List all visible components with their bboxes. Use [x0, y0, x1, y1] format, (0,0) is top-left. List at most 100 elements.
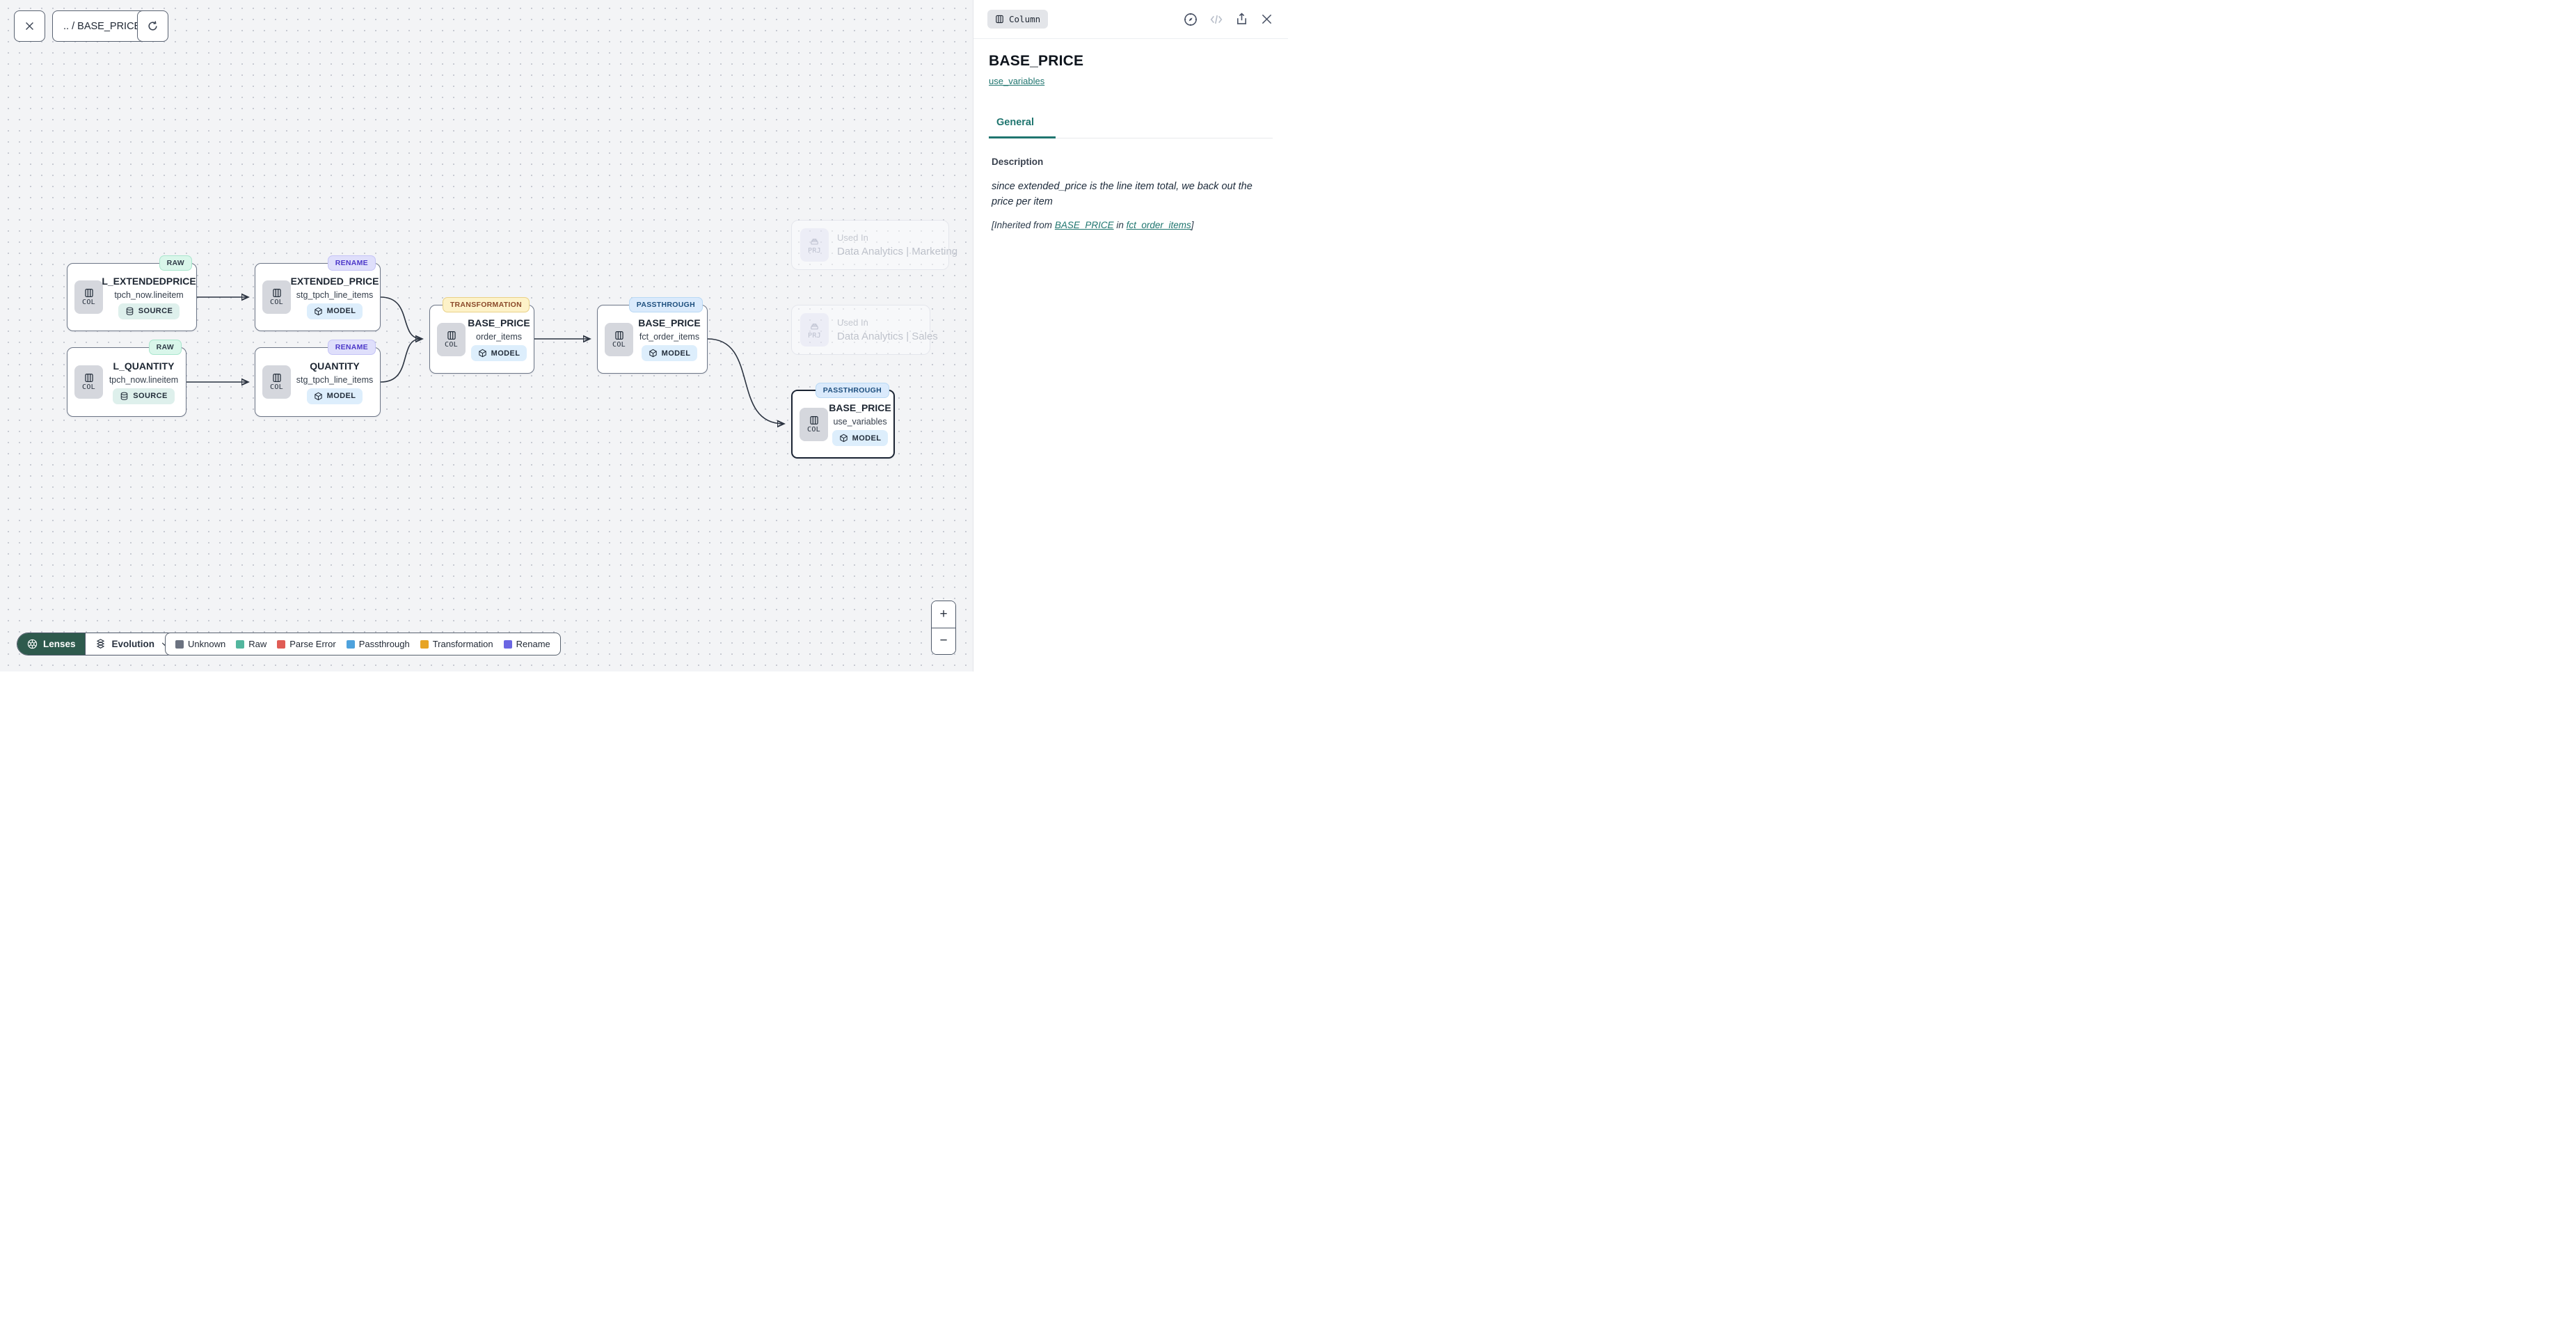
- lenses-label: Lenses: [43, 639, 76, 649]
- lineage-edges: [186, 0, 973, 672]
- model-link[interactable]: use_variables: [989, 76, 1045, 86]
- legend-item: Passthrough: [346, 639, 410, 649]
- zoom-controls: + −: [931, 601, 956, 655]
- chip-label: COL: [270, 299, 283, 306]
- node-title: BASE_PRICE: [829, 402, 891, 413]
- node-subtitle: stg_tpch_line_items: [296, 289, 374, 300]
- used-in-card-marketing[interactable]: PRJ Used In Data Analytics | Marketing: [791, 220, 957, 270]
- project-stack-icon: [811, 323, 818, 329]
- column-chip: COL: [800, 407, 828, 441]
- node-subtitle: fct_order_items: [639, 332, 700, 342]
- edge-extended-price-to-base-price: [380, 296, 422, 339]
- cube-icon: [649, 349, 657, 358]
- legend-swatch-transformation: [420, 639, 429, 649]
- inherited-model-link[interactable]: fct_order_items: [1126, 219, 1191, 230]
- share-button[interactable]: [1234, 12, 1249, 26]
- lineage-canvas[interactable]: .. / BASE_PRICE RAW COL L_EXTENDEDPRICE …: [0, 0, 973, 672]
- refresh-button[interactable]: [137, 10, 168, 42]
- chip-label: COL: [612, 340, 626, 349]
- zoom-out-button[interactable]: −: [932, 628, 955, 654]
- inherited-mid: in: [1116, 219, 1124, 230]
- node-title: L_EXTENDEDPRICE: [102, 275, 196, 287]
- refresh-icon: [148, 21, 157, 31]
- details-panel: Column BASE_PRICE use_variables: [973, 0, 1288, 672]
- legend-label: Unknown: [188, 639, 226, 649]
- node-card-quantity[interactable]: RENAME COL QUANTITY stg_tpch_line_items …: [255, 340, 381, 417]
- node-card-base-price-fct-order-items[interactable]: PASSTHROUGH COL BASE_PRICE fct_order_ite…: [597, 297, 708, 374]
- entity-type-chip: Column: [987, 10, 1049, 29]
- panel-title: BASE_PRICE: [989, 53, 1084, 69]
- status-badge: PASSTHROUGH: [815, 383, 889, 398]
- code-icon: [1210, 15, 1223, 24]
- lens-dropdown-evolution[interactable]: Evolution: [84, 633, 179, 655]
- legend-swatch-unknown: [175, 639, 184, 649]
- panel-tabs: General: [989, 117, 1273, 138]
- status-badge: PASSTHROUGH: [628, 297, 703, 312]
- node-card-l-quantity[interactable]: RAW COL L_QUANTITY tpch_now.lineitem SOU…: [67, 340, 186, 417]
- column-chip: COL: [605, 322, 633, 356]
- node-subtitle: tpch_now.lineitem: [109, 374, 179, 385]
- close-icon: [26, 22, 33, 30]
- tab-general[interactable]: General: [989, 117, 1056, 138]
- node-card-extended-price[interactable]: RENAME COL EXTENDED_PRICE stg_tpch_line_…: [255, 255, 381, 331]
- kind-badge-model: MODEL: [832, 430, 889, 446]
- legend-label: Raw: [248, 639, 267, 649]
- chip-label: COL: [270, 383, 283, 391]
- node-title: BASE_PRICE: [638, 317, 701, 328]
- close-icon: [1262, 14, 1272, 24]
- kind-label: MODEL: [661, 349, 691, 358]
- node-subtitle: stg_tpch_line_items: [296, 374, 374, 385]
- columns-icon: [84, 288, 93, 298]
- cube-icon: [314, 392, 322, 400]
- node-subtitle: tpch_now.lineitem: [114, 289, 184, 300]
- columns-icon: [996, 15, 1003, 24]
- explore-lineage-button[interactable]: [1183, 12, 1198, 27]
- legend-label: Parse Error: [289, 639, 336, 649]
- node-title: EXTENDED_PRICE: [290, 275, 379, 287]
- column-chip: COL: [74, 280, 103, 314]
- kind-badge-model: MODEL: [470, 345, 527, 361]
- inherited-suffix: ]: [1191, 219, 1194, 230]
- node-card-base-price-use-variables-selected[interactable]: PASSTHROUGH COL BASE_PRICE use_variables…: [791, 383, 895, 459]
- status-badge: RAW: [159, 255, 192, 271]
- kind-badge-model: MODEL: [306, 388, 363, 404]
- legend-swatch-passthrough: [346, 639, 355, 649]
- chip-label: COL: [807, 425, 820, 434]
- breadcrumb[interactable]: .. / BASE_PRICE: [52, 10, 152, 42]
- kind-badge-model: MODEL: [641, 345, 698, 361]
- kind-badge-source: SOURCE: [113, 388, 175, 404]
- database-icon: [121, 392, 128, 400]
- database-icon: [126, 307, 134, 315]
- cube-icon: [839, 434, 848, 443]
- used-in-name: Data Analytics | Marketing: [837, 246, 958, 257]
- node-subtitle: order_items: [476, 332, 522, 342]
- lens-selector: Lenses Evolution: [17, 633, 180, 655]
- legend-swatch-parse-error: [277, 639, 286, 649]
- legend-label: Passthrough: [358, 639, 410, 649]
- inherited-note: [Inherited from BASE_PRICE in fct_order_…: [992, 220, 1273, 230]
- columns-icon: [447, 331, 456, 340]
- legend-item: Transformation: [420, 639, 493, 649]
- node-card-base-price-order-items[interactable]: TRANSFORMATION COL BASE_PRICE order_item…: [429, 297, 534, 374]
- lenses-button[interactable]: Lenses: [17, 633, 85, 655]
- zoom-in-button[interactable]: +: [932, 601, 955, 628]
- project-chip: PRJ: [800, 313, 829, 347]
- kind-label: MODEL: [326, 307, 356, 315]
- inherited-column-link[interactable]: BASE_PRICE: [1054, 219, 1114, 230]
- kind-badge-source: SOURCE: [118, 303, 180, 319]
- columns-icon: [272, 373, 281, 383]
- used-in-card-sales[interactable]: PRJ Used In Data Analytics | Sales: [791, 305, 938, 355]
- chip-label: COL: [82, 383, 95, 391]
- close-panel-button[interactable]: [1259, 12, 1274, 26]
- legend-item: Unknown: [175, 639, 225, 649]
- columns-icon: [272, 288, 281, 298]
- chip-label: PRJ: [808, 246, 821, 255]
- compass-icon: [1184, 13, 1197, 26]
- project-stack-icon: [811, 238, 818, 244]
- node-card-l-extendedprice[interactable]: RAW COL L_EXTENDEDPRICE tpch_now.lineite…: [67, 255, 197, 331]
- legend-label: Rename: [516, 639, 550, 649]
- legend-item: Rename: [503, 639, 550, 649]
- description-text: since extended_price is the line item to…: [992, 181, 1253, 208]
- close-lineage-button[interactable]: [14, 10, 45, 42]
- lens-legend: Unknown Raw Parse Error Passthrough Tran…: [165, 633, 561, 655]
